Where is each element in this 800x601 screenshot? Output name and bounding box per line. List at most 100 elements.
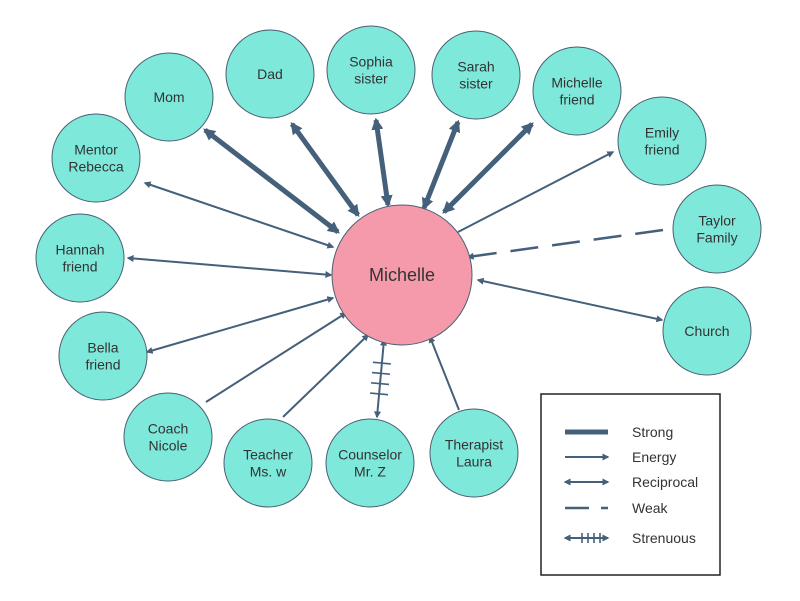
node-taylor-label-line-2: Family — [696, 230, 737, 246]
node-dad-circle — [225, 29, 315, 119]
legend-item-energy: Energy — [565, 449, 676, 465]
node-mom: Mom — [124, 52, 214, 142]
node-church: Church — [662, 286, 752, 376]
node-coach-circle — [123, 392, 213, 482]
node-mentor-circle — [51, 113, 141, 203]
node-mentor-label-line-1: Mentor — [74, 142, 118, 158]
edge-mentor-line — [143, 181, 335, 249]
node-hannah-label-line-1: Hannah — [55, 242, 104, 258]
edge-counselor-hatch — [372, 361, 391, 365]
node-counselor-label-line-1: Counselor — [338, 447, 402, 463]
node-sophia-circle — [326, 25, 416, 115]
edge-church — [476, 277, 664, 323]
node-teacher-label-line-2: Ms. w — [250, 464, 287, 480]
edge-therapist — [428, 335, 460, 411]
node-bella-label-line-2: friend — [85, 357, 120, 373]
node-emily-label-line-2: friend — [644, 142, 679, 158]
center-node: Michelle — [331, 204, 473, 346]
edge-coach — [205, 312, 348, 403]
edge-coach-line — [205, 312, 348, 403]
edge-counselor-hatch — [371, 371, 391, 375]
node-mom-circle — [124, 52, 214, 142]
node-sarah-label-line-2: sister — [459, 76, 493, 92]
node-hannah-circle — [35, 213, 125, 303]
node-mentor-label-line-2: Rebecca — [68, 159, 123, 175]
edge-dad — [289, 122, 361, 217]
edge-therapist-line — [428, 335, 460, 411]
edge-teacher-line — [282, 334, 370, 418]
edge-bella-line — [145, 296, 335, 354]
edge-michelle-friend-line — [442, 122, 534, 214]
legend-item-weak: Weak — [565, 500, 669, 516]
node-bella-circle — [58, 311, 148, 401]
edge-church-line — [476, 277, 664, 323]
node-taylor-circle — [672, 184, 762, 274]
edge-sarah-line — [421, 119, 461, 211]
legend-label-reciprocal: Reciprocal — [632, 474, 698, 490]
legend-item-strenuous: Strenuous — [563, 530, 696, 546]
node-counselor-label-line-2: Mr. Z — [354, 464, 386, 480]
edge-bella — [145, 296, 335, 354]
edge-emily — [457, 151, 615, 233]
node-hannah-label-line-2: friend — [62, 259, 97, 275]
edge-taylor-line — [466, 228, 664, 260]
node-bella-label-line-1: Bella — [87, 340, 118, 356]
node-emily-circle — [617, 96, 707, 186]
edge-dad-line — [289, 122, 361, 217]
legend-label-strong: Strong — [632, 424, 673, 440]
node-emily-label-line-1: Emily — [645, 125, 679, 141]
node-church-label-line-1: Church — [684, 323, 729, 339]
edge-counselor-line — [374, 338, 387, 419]
node-teacher-label-line-1: Teacher — [243, 447, 293, 463]
node-michelle-friend-label-line-1: Michelle — [551, 75, 603, 91]
center-circle — [331, 204, 473, 346]
node-therapist-label-line-2: Laura — [456, 454, 492, 470]
edge-mom — [203, 128, 340, 234]
edge-taylor — [466, 228, 664, 260]
node-coach-label-line-2: Nicole — [149, 438, 188, 454]
node-teacher-circle — [223, 418, 313, 508]
edge-sophia — [371, 117, 393, 208]
node-sophia-label-line-2: sister — [354, 71, 388, 87]
legend-item-reciprocal: Reciprocal — [563, 474, 698, 490]
edge-teacher — [282, 334, 370, 418]
node-dad: Dad — [225, 29, 315, 119]
node-michelle-friend-circle — [532, 46, 622, 136]
legend-item-strong: Strong — [565, 424, 673, 440]
center-label: Michelle — [369, 265, 435, 285]
node-therapist-circle — [429, 408, 519, 498]
node-coach-label-line-1: Coach — [148, 421, 188, 437]
edge-mentor — [143, 181, 335, 249]
connections — [126, 117, 664, 419]
node-mom-label-line-1: Mom — [153, 89, 184, 105]
edge-hannah-line — [126, 254, 333, 279]
node-sarah-circle — [431, 30, 521, 120]
legend-label-energy: Energy — [632, 449, 676, 465]
edge-sophia-line — [371, 117, 393, 208]
node-dad-label-line-1: Dad — [257, 66, 283, 82]
edge-hannah — [126, 254, 333, 279]
edge-sarah — [421, 119, 461, 211]
edge-counselor-hatch — [370, 392, 389, 396]
node-sophia-label-line-1: Sophia — [349, 54, 393, 70]
legend-label-weak: Weak — [632, 500, 669, 516]
legend-label-strenuous: Strenuous — [632, 530, 696, 546]
edge-counselor — [370, 338, 391, 419]
edge-mom-line — [203, 128, 340, 234]
edge-counselor-hatch — [370, 382, 390, 386]
node-therapist-label-line-1: Therapist — [445, 437, 503, 453]
